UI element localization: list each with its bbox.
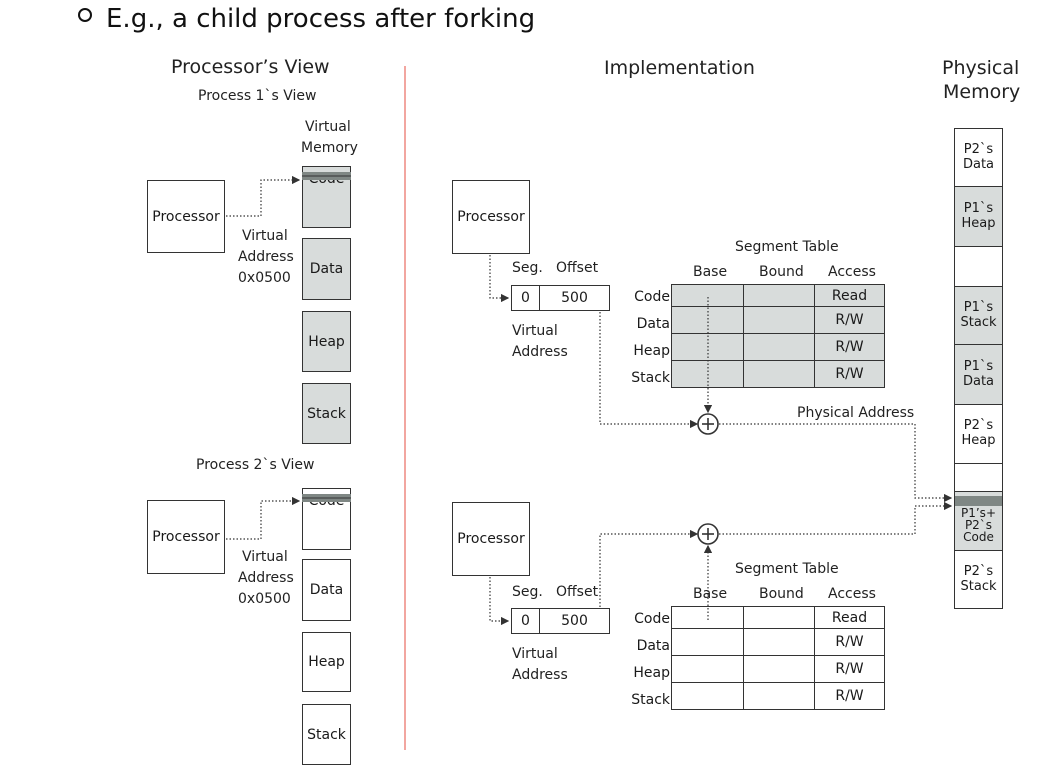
table-row: R/W xyxy=(671,655,885,683)
impl1-seg-value: 0 xyxy=(511,285,540,311)
process1-title: Process 1`s View xyxy=(198,88,317,104)
p2-seg-stack: Stack xyxy=(302,704,351,765)
p2-va-value: 0x0500 xyxy=(238,591,291,607)
impl2-adder-icon xyxy=(697,523,719,545)
impl2-segment-table: Read R/W R/W R/W xyxy=(671,606,885,710)
column-divider xyxy=(404,66,406,750)
impl2-adder-to-memory xyxy=(719,501,953,535)
bullet-text: E.g., a child process after forking xyxy=(106,4,536,34)
p1-va-arrow xyxy=(226,175,301,217)
p1-seg-heap: Heap xyxy=(302,311,351,372)
impl1-processor-box: Processor xyxy=(452,180,530,254)
impl2-col-bound: Bound xyxy=(759,586,804,602)
impl1-table-title: Segment Table xyxy=(735,239,839,255)
p2-va-arrow xyxy=(226,496,301,540)
p2-va-line1: Virtual xyxy=(242,549,288,565)
impl1-offset-value: 500 xyxy=(539,285,610,311)
p1-va-value: 0x0500 xyxy=(238,270,291,286)
impl1-col-bound: Bound xyxy=(759,264,804,280)
vm-label-line2: Memory xyxy=(301,140,358,156)
p1-processor-box: Processor xyxy=(147,180,225,253)
table-row: Read xyxy=(671,284,885,307)
p2-va-line2: Address xyxy=(238,570,294,586)
impl1-va-line2: Address xyxy=(512,344,568,360)
impl2-row-data: Data xyxy=(636,638,670,654)
pm-shared-stripe xyxy=(955,496,1002,506)
process2-title: Process 2`s View xyxy=(196,457,315,473)
impl1-offset-to-adder xyxy=(599,312,699,429)
pm-cell-free-2 xyxy=(955,464,1002,492)
impl1-va-line1: Virtual xyxy=(512,323,558,339)
p1-va-line1: Virtual xyxy=(242,228,288,244)
table-row: R/W xyxy=(671,682,885,710)
impl2-offset-to-adder xyxy=(599,529,699,607)
vm-label-line1: Virtual xyxy=(305,119,351,135)
impl1-proc-to-seg xyxy=(489,255,510,303)
impl2-row-code: Code xyxy=(634,611,670,627)
impl1-row-data: Data xyxy=(636,316,670,332)
pm-cell-free-1 xyxy=(955,247,1002,287)
impl1-row-heap: Heap xyxy=(633,343,670,359)
impl2-col-base: Base xyxy=(693,586,728,602)
impl1-row-stack: Stack xyxy=(631,370,670,386)
table-row: Read xyxy=(671,606,885,629)
impl1-col-base: Base xyxy=(693,264,728,280)
table-row: R/W xyxy=(671,360,885,388)
impl2-va-line1: Virtual xyxy=(512,646,558,662)
impl2-table-title: Segment Table xyxy=(735,561,839,577)
impl1-physical-address-label: Physical Address xyxy=(797,405,915,421)
p1-va-line2: Address xyxy=(238,249,294,265)
impl2-va-line2: Address xyxy=(512,667,568,683)
impl1-row-code: Code xyxy=(634,289,670,305)
bullet-heading: E.g., a child process after forking xyxy=(78,4,535,34)
p1-seg-stack: Stack xyxy=(302,383,351,444)
table-row: R/W xyxy=(671,333,885,361)
header-processors-view: Processor’s View xyxy=(171,56,330,78)
header-implementation: Implementation xyxy=(604,57,755,79)
impl1-offset-label: Offset xyxy=(556,260,599,276)
impl2-row-stack: Stack xyxy=(631,692,670,708)
impl1-col-access: Access xyxy=(828,264,876,280)
p2-processor-box: Processor xyxy=(147,500,225,574)
physical-memory-column xyxy=(954,128,1003,609)
impl2-processor-box: Processor xyxy=(452,502,530,576)
bullet-circle-icon xyxy=(78,8,92,22)
impl2-offset-value: 500 xyxy=(539,608,610,634)
impl2-row-heap: Heap xyxy=(633,665,670,681)
impl2-proc-to-seg xyxy=(489,577,510,626)
p2-seg-heap: Heap xyxy=(302,632,351,692)
impl1-seg-label: Seg. xyxy=(512,260,543,276)
impl2-seg-label: Seg. xyxy=(512,584,543,600)
header-physical-line1: Physical xyxy=(942,57,1020,79)
p1-seg-data: Data xyxy=(302,238,351,300)
impl1-adder-to-memory xyxy=(719,423,953,503)
p2-seg-data: Data xyxy=(302,559,351,621)
impl1-adder-icon xyxy=(697,413,719,435)
impl2-col-access: Access xyxy=(828,586,876,602)
impl2-offset-label: Offset xyxy=(556,584,599,600)
header-physical-line2: Memory xyxy=(943,81,1021,103)
